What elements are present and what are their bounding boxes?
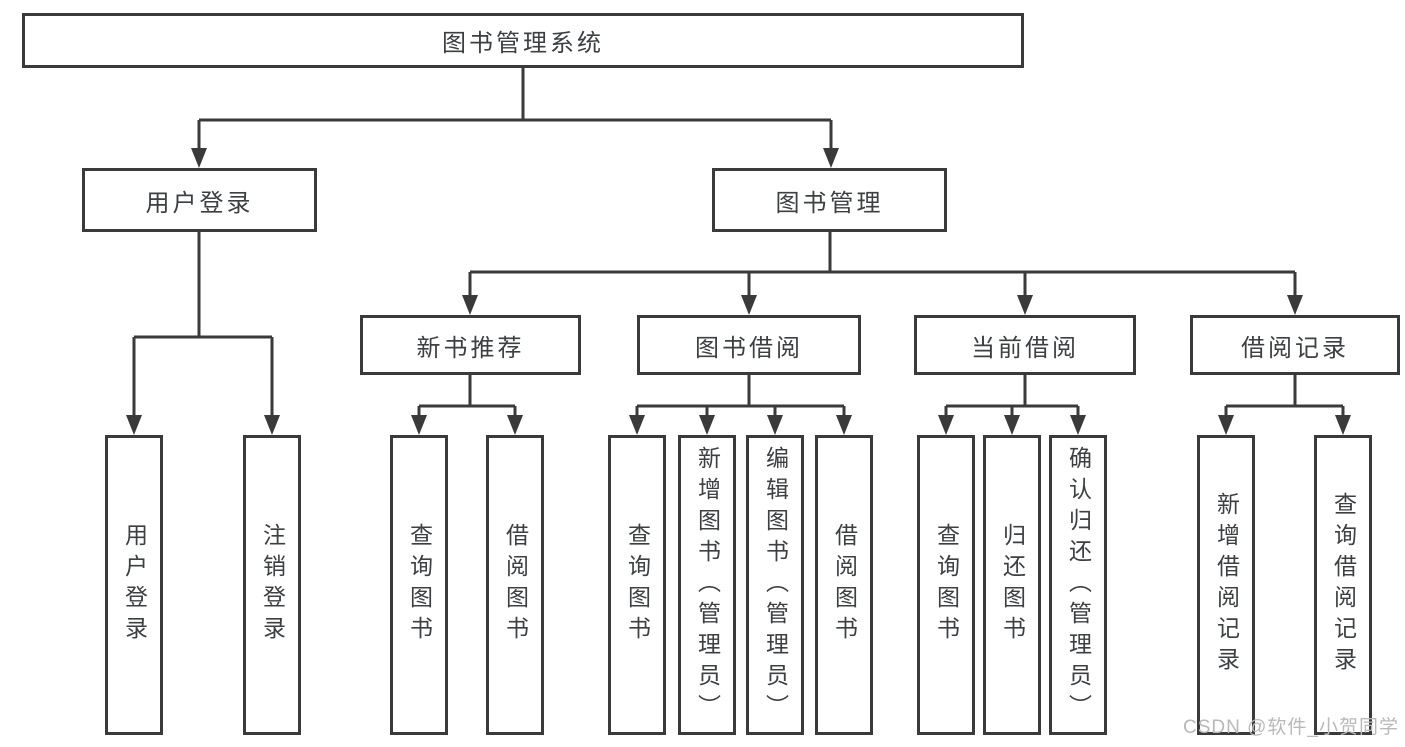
arrow-down-icon [767, 415, 783, 435]
node-borrow-records: 借阅记录 [1190, 315, 1400, 375]
connector-book-borrow [629, 375, 852, 435]
leaf-confirm-return-admin: 确认归还（管理员） [1049, 435, 1107, 735]
arrow-down-icon [462, 295, 478, 315]
arrow-down-icon [1004, 415, 1020, 435]
arrow-down-icon [411, 415, 427, 435]
leaf-add-books-admin: 新增图书（管理员） [678, 435, 736, 735]
connector-new-book-recommend [411, 375, 523, 435]
leaf-user-login: 用户登录 [105, 435, 163, 735]
arrow-down-icon [823, 148, 839, 168]
leaf-return-books: 归还图书 [983, 435, 1041, 735]
arrow-down-icon [741, 295, 757, 315]
node-root: 图书管理系统 [22, 13, 1024, 68]
leaf-logout: 注销登录 [243, 435, 301, 735]
connector-current-borrow [938, 375, 1086, 435]
node-user-login: 用户登录 [82, 168, 317, 232]
arrow-down-icon [126, 415, 142, 435]
leaf-query-borrow-record: 查询借阅记录 [1314, 435, 1372, 735]
arrow-down-icon [264, 415, 280, 435]
connector-root [191, 68, 839, 168]
node-current-borrow: 当前借阅 [914, 315, 1136, 375]
node-new-book-recommend: 新书推荐 [360, 315, 581, 375]
arrow-down-icon [1335, 415, 1351, 435]
leaf-borrow-books: 借阅图书 [815, 435, 873, 735]
arrow-down-icon [1287, 295, 1303, 315]
leaf-query-books-borrow: 查询图书 [608, 435, 666, 735]
connector-borrow-records [1218, 375, 1351, 435]
leaf-edit-books-admin: 编辑图书（管理员） [746, 435, 804, 735]
arrow-down-icon [938, 415, 954, 435]
arrow-down-icon [1070, 415, 1086, 435]
arrow-down-icon [1218, 415, 1234, 435]
leaf-query-books-recommend: 查询图书 [390, 435, 448, 735]
node-book-management: 图书管理 [712, 168, 947, 232]
arrow-down-icon [507, 415, 523, 435]
arrow-down-icon [1017, 295, 1033, 315]
arrow-down-icon [629, 415, 645, 435]
watermark: CSDN @软件_小贺同学 [1183, 717, 1399, 738]
node-book-borrow: 图书借阅 [637, 315, 861, 375]
connector-user-login [126, 232, 280, 435]
leaf-query-books-current: 查询图书 [917, 435, 975, 735]
arrow-down-icon [836, 415, 852, 435]
arrow-down-icon [699, 415, 715, 435]
leaf-borrow-books-recommend: 借阅图书 [486, 435, 544, 735]
connector-book-management [462, 232, 1303, 315]
arrow-down-icon [191, 148, 207, 168]
leaf-add-borrow-record: 新增借阅记录 [1197, 435, 1255, 735]
